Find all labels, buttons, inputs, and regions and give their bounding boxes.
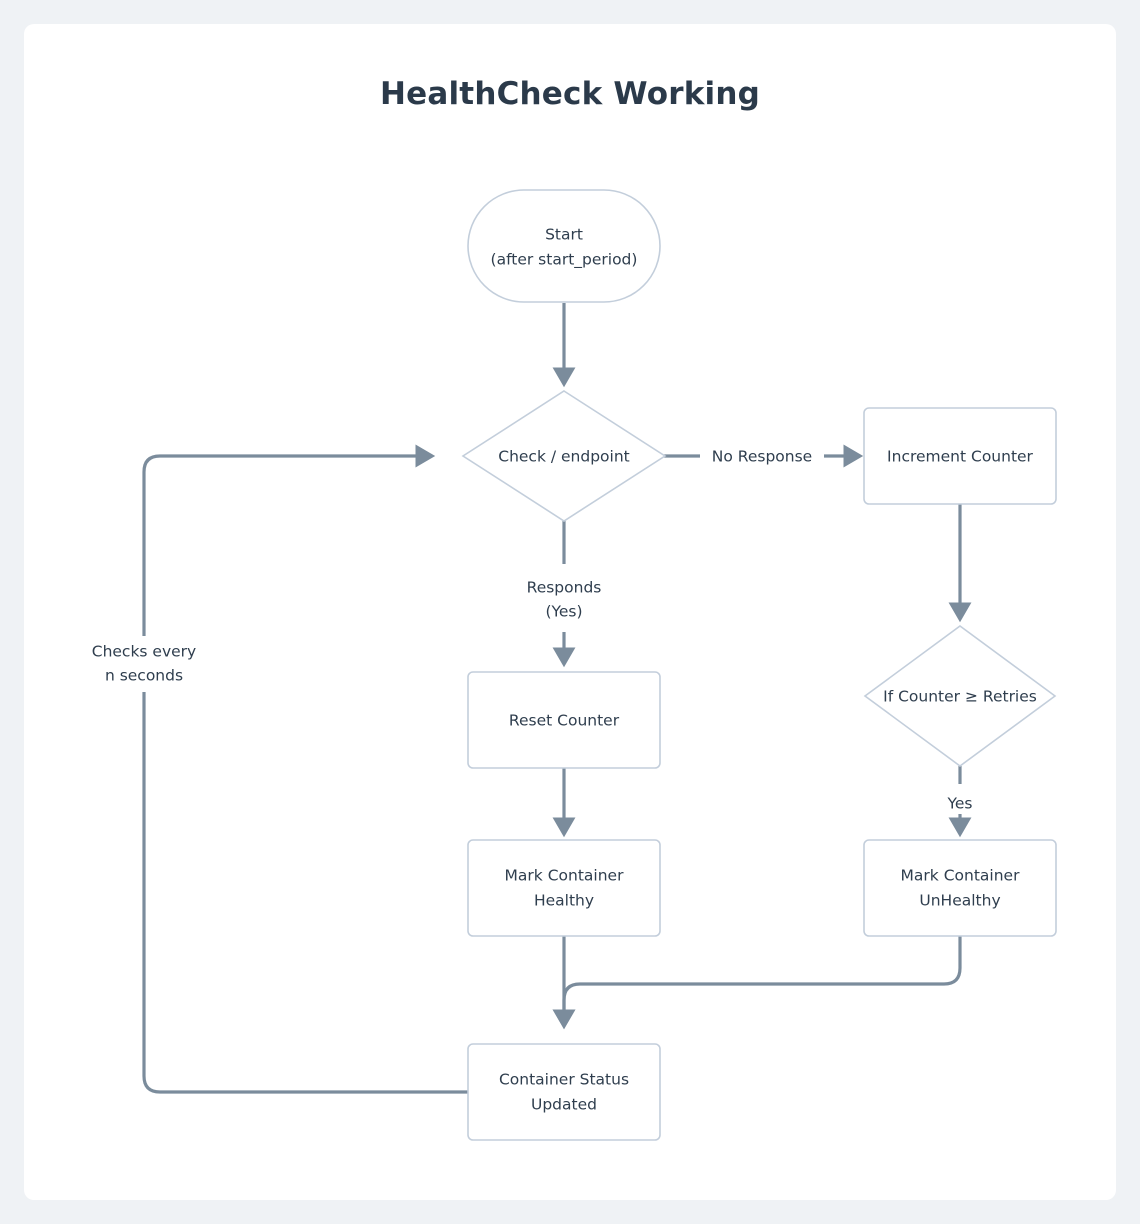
node-mark-container-healthy-label-line1: Mark Container (505, 867, 625, 885)
diagram-card: HealthCheck Working No Response Responds… (24, 24, 1116, 1200)
node-mark-container-unhealthy-shape (863, 839, 1057, 937)
node-start-label-line2: (after start_period) (491, 251, 638, 270)
node-check-endpoint-shape (461, 390, 667, 522)
node-increment-counter-label: Increment Counter (887, 448, 1034, 466)
node-reset-counter-label: Reset Counter (509, 712, 620, 730)
edge-label-responds-line1: Responds (527, 579, 602, 597)
node-increment-counter[interactable]: Increment Counter (863, 407, 1057, 505)
edge-unhealthy-to-status (552, 936, 962, 1030)
flowchart-canvas: No Response Responds (Yes) Yes Checks ev… (86, 189, 1057, 1141)
edge-label-no-response: No Response (712, 448, 812, 466)
node-container-status-updated[interactable]: Container Status Updated (467, 1043, 661, 1141)
node-increment-counter-shape (863, 407, 1057, 505)
node-mark-container-unhealthy[interactable]: Mark Container UnHealthy (863, 839, 1057, 937)
node-mark-container-healthy-label-line2: Healthy (534, 892, 594, 910)
node-check-endpoint-label: Check / endpoint (498, 448, 630, 466)
node-reset-counter[interactable]: Reset Counter (467, 671, 661, 769)
edge-label-yes: Yes (946, 795, 972, 813)
edge-label-loop-line2: n seconds (105, 667, 183, 685)
node-container-status-updated-label-line2: Updated (531, 1096, 597, 1114)
node-mark-container-unhealthy-label-line2: UnHealthy (919, 892, 1000, 910)
node-start-shape (467, 189, 661, 303)
edge-loop-label-backdrop (86, 636, 204, 692)
node-if-counter-retries-label: If Counter ≥ Retries (883, 688, 1037, 706)
node-container-status-updated-label-line1: Container Status (499, 1071, 629, 1089)
node-start-label-line1: Start (545, 226, 583, 244)
edge-label-responds-line2: (Yes) (545, 603, 582, 621)
edge-label-loop-line1: Checks every (92, 643, 196, 661)
node-if-counter-retries-shape (863, 625, 1057, 767)
node-check-endpoint[interactable]: Check / endpoint (461, 390, 667, 522)
node-if-counter-retries[interactable]: If Counter ≥ Retries (863, 625, 1057, 767)
node-container-status-updated-shape (467, 1043, 661, 1141)
node-mark-container-unhealthy-label-line1: Mark Container (901, 867, 1021, 885)
edge-status-to-check-loop (142, 444, 468, 1094)
node-mark-container-healthy-shape (467, 839, 661, 937)
page-title: HealthCheck Working (379, 76, 760, 112)
node-reset-counter-shape (467, 671, 661, 769)
node-mark-container-healthy[interactable]: Mark Container Healthy (467, 839, 661, 937)
node-start[interactable]: Start (after start_period) (467, 189, 661, 303)
